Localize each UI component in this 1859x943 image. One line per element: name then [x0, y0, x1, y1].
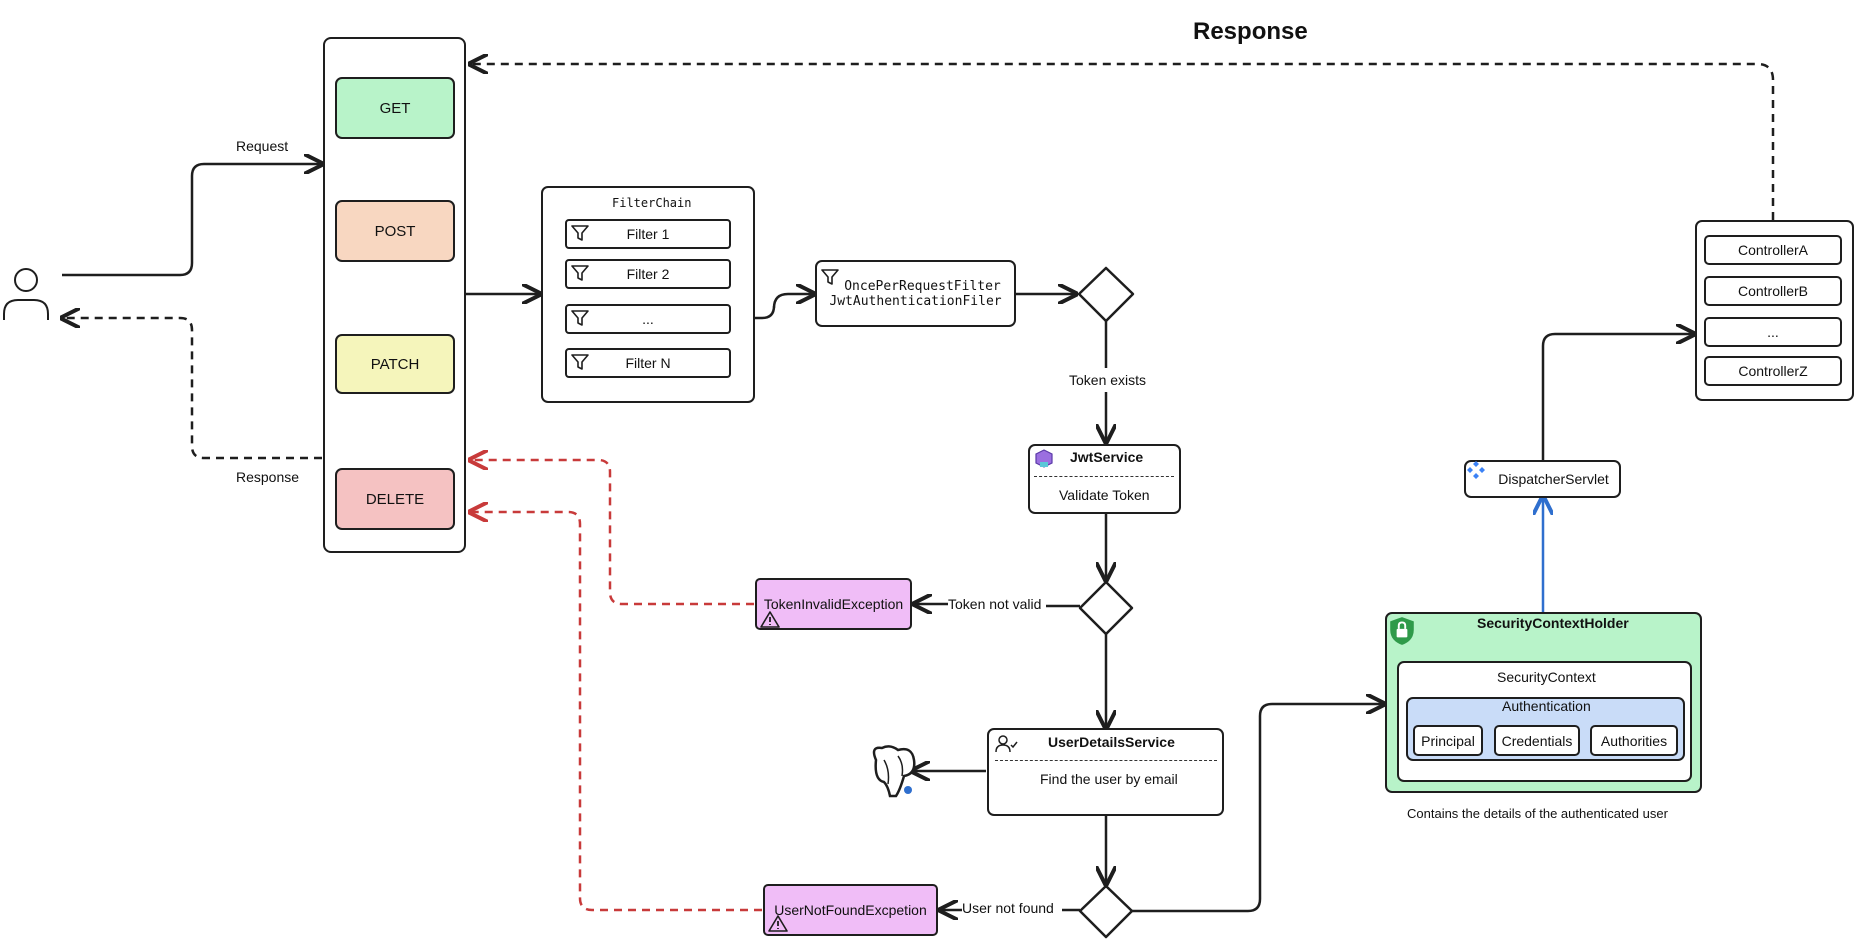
controller-ellipsis[interactable]: ... [1704, 317, 1842, 347]
filter-label: Filter 1 [626, 226, 670, 242]
controller-z[interactable]: ControllerZ [1704, 356, 1842, 386]
jwt-filter-line1: OncePerRequestFilter [844, 278, 1001, 294]
method-patch[interactable]: PATCH [335, 334, 455, 394]
filter-label: ... [642, 311, 654, 327]
label-response-left: Response [236, 469, 300, 485]
database-icon [872, 745, 916, 798]
method-get[interactable]: GET [335, 77, 455, 139]
jwt-service-title: JwtService [1070, 449, 1144, 465]
filter-1[interactable]: Filter 1 [565, 219, 731, 249]
method-delete[interactable]: DELETE [335, 468, 455, 530]
security-context-holder-title: SecurityContextHolder [1477, 615, 1629, 631]
edge-error-token-invalid [470, 460, 754, 606]
decision-user-found [1078, 884, 1134, 939]
decision-token-valid [1078, 580, 1134, 636]
filter-chain-title: FilterChain [612, 196, 692, 210]
label-token-exists: Token exists [1067, 372, 1149, 388]
jwt-authentication-filter[interactable]: OncePerRequestFilter JwtAuthenticationFi… [815, 260, 1016, 327]
servlet-icon [1467, 461, 1485, 479]
user-details-service[interactable] [987, 728, 1224, 816]
warning-icon [760, 611, 780, 628]
authentication-title: Authentication [1502, 698, 1591, 714]
jwt-service-action: Validate Token [1059, 487, 1150, 503]
edge-to-security-context [1132, 704, 1384, 913]
edge-response-top [470, 64, 1775, 220]
edge-to-jwt-filter [730, 294, 814, 320]
filter-n[interactable]: Filter N [565, 348, 731, 378]
shield-lock-icon [1390, 617, 1414, 645]
credentials-item[interactable]: Credentials [1494, 725, 1580, 756]
dispatcher-servlet[interactable]: DispatcherServlet [1464, 460, 1621, 498]
user-details-title: UserDetailsService [1048, 734, 1175, 750]
user-icon [3, 268, 49, 320]
user-check-icon [995, 735, 1018, 753]
user-details-action: Find the user by email [1040, 771, 1178, 787]
edge-response-left [62, 318, 322, 460]
principal-item[interactable]: Principal [1413, 725, 1483, 756]
filter-icon [571, 225, 589, 241]
jwt-service[interactable] [1028, 444, 1181, 514]
filter-icon [821, 269, 839, 285]
controller-b[interactable]: ControllerB [1704, 276, 1842, 306]
jwt-filter-line2: JwtAuthenticationFiler [829, 293, 1002, 309]
filter-label: Filter 2 [626, 266, 670, 282]
filter-label: Filter N [625, 355, 671, 371]
edge-request [62, 164, 322, 277]
authorities-item[interactable]: Authorities [1590, 725, 1678, 756]
filter-2[interactable]: Filter 2 [565, 259, 731, 289]
user-details-divider [995, 760, 1217, 761]
edge-to-controllers [1541, 334, 1694, 462]
filter-icon [571, 354, 589, 370]
method-post[interactable]: POST [335, 200, 455, 262]
controller-a[interactable]: ControllerA [1704, 235, 1842, 265]
label-user-not-found: User not found [962, 900, 1054, 916]
dispatcher-servlet-label: DispatcherServlet [1498, 471, 1609, 487]
edge-error-user-not-found [470, 512, 762, 912]
decision-token-exists [1077, 266, 1135, 323]
token-invalid-exception[interactable]: TokenInvalidException [755, 578, 912, 630]
label-request: Request [236, 138, 289, 154]
security-context-caption: Contains the details of the authenticate… [1407, 806, 1668, 821]
cube-icon [1035, 449, 1053, 468]
label-token-not-valid: Token not valid [948, 596, 1042, 612]
diagram-title: Response [1193, 18, 1308, 45]
warning-icon [768, 915, 788, 932]
security-context-title: SecurityContext [1497, 669, 1596, 685]
jwt-service-divider [1034, 476, 1174, 477]
filter-icon [571, 310, 589, 326]
filter-ellipsis[interactable]: ... [565, 304, 731, 334]
user-not-found-exception[interactable]: UserNotFoundExcpetion [763, 884, 938, 936]
filter-icon [571, 265, 589, 281]
